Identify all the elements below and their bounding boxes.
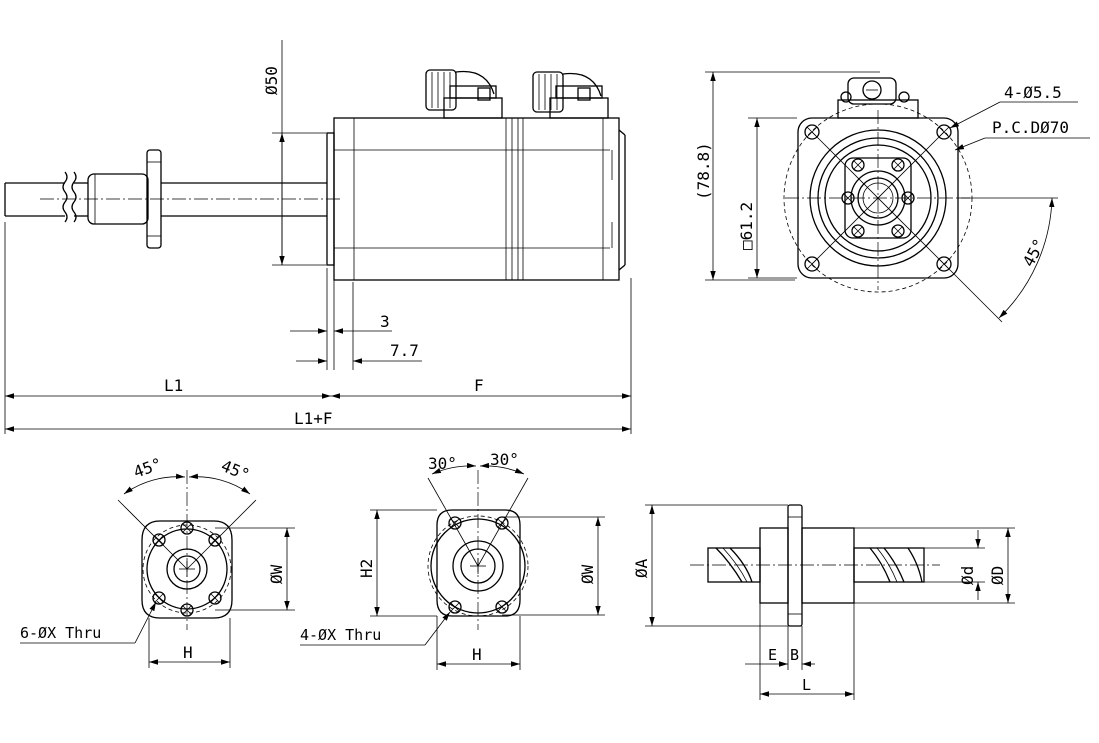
motor-body (326, 117, 626, 281)
nut-view-4-holes: 30° 30° H2 ØW H 4-ØX Thru (300, 450, 605, 670)
label-dim-78-8: (78.8) (694, 142, 713, 200)
label-dim-3: 3 (380, 312, 390, 331)
label-ang45-left: 45° (131, 454, 165, 482)
label-dim-7-7: 7.7 (390, 341, 419, 360)
dim-flange-offsets: 3 7.7 (290, 268, 422, 370)
label-f: F (474, 376, 484, 395)
label-ang45-front: 45° (1019, 235, 1049, 269)
nut-view-6-holes: 45° 45° ØW H 6-ØX Thru (20, 454, 295, 668)
side-view: Ø50 3 7.7 L1 F L1+F (4, 40, 632, 434)
label-sq61-2: □61.2 (737, 202, 756, 250)
label-h2: H2 (357, 559, 376, 578)
label-dia-w-mid: ØW (578, 564, 597, 584)
front-nut-holes (841, 158, 915, 238)
label-pcd70: P.C.DØ70 (992, 118, 1069, 137)
label-l1f: L1+F (294, 409, 333, 428)
label-b: B (790, 646, 799, 664)
label-h-mid: H (472, 645, 482, 664)
nut-side-view: ØA Ød ØD E B L (632, 504, 1015, 700)
label-ang30-left: 30° (428, 454, 457, 473)
label-dia50: Ø50 (262, 66, 281, 95)
nut6-holes (152, 521, 222, 617)
connector-left (425, 69, 503, 119)
label-dia-d-big: ØD (988, 566, 1007, 585)
label-ang30-right: 30° (490, 450, 519, 469)
label-holes-6x: 6-ØX Thru (20, 624, 101, 642)
dim-lengths: L1 F L1+F (4, 222, 632, 434)
label-l1: L1 (164, 376, 183, 395)
label-dia-d-small: Ød (958, 566, 977, 585)
label-e: E (768, 646, 777, 664)
screw-shaft (4, 149, 340, 249)
label-h-left: H (183, 643, 193, 662)
label-dia-a: ØA (632, 558, 651, 578)
label-holes-4x: 4-ØX Thru (300, 626, 381, 644)
dim-dia50: Ø50 (262, 40, 326, 266)
label-dia-w-left: ØW (267, 564, 286, 584)
front-connector (837, 77, 919, 119)
front-view: (78.8) □61.2 4-Ø5.5 P.C.DØ70 45° (694, 71, 1090, 323)
label-l: L (802, 676, 811, 694)
connector-right (532, 71, 609, 119)
label-holes-4-55: 4-Ø5.5 (1004, 83, 1062, 102)
